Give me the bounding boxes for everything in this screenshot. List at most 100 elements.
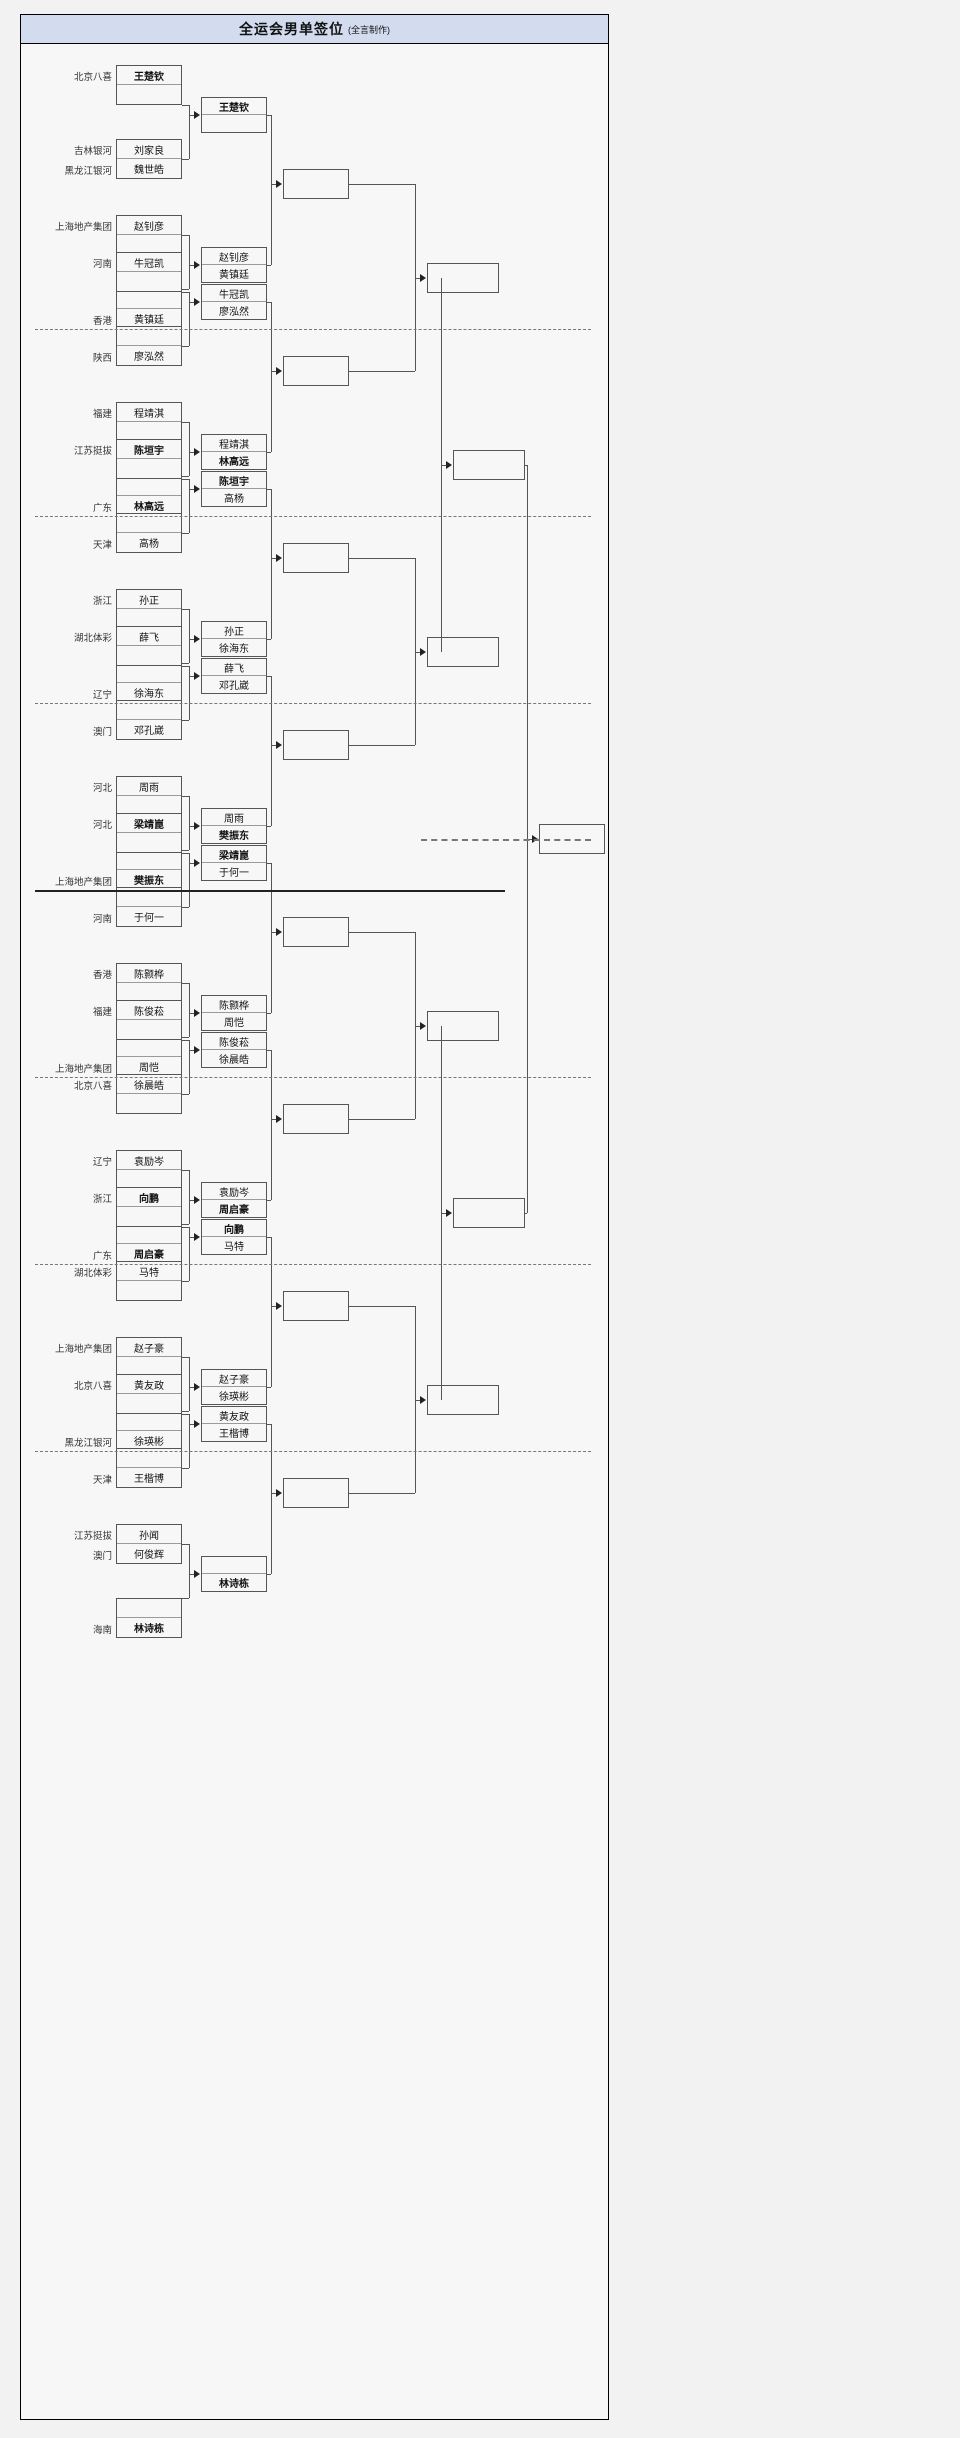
connector-arrow xyxy=(194,672,200,680)
r2-slot-name: 陈颢桦 xyxy=(202,996,266,1013)
r1-slot-name xyxy=(117,664,181,683)
connector-line xyxy=(525,464,527,466)
r2-slot-name: 王楷博 xyxy=(219,1429,249,1440)
affiliation-label: 北京八喜 xyxy=(73,72,112,83)
r2-slot-name: 高杨 xyxy=(224,494,244,505)
connector-line xyxy=(189,639,195,640)
r1-slot-name: 向鹏 xyxy=(117,1188,181,1207)
connector-line xyxy=(182,1281,189,1282)
r1-slot-name xyxy=(117,1394,181,1413)
connector-line xyxy=(182,476,189,477)
connector-line xyxy=(267,1050,271,1051)
connector-line xyxy=(182,105,189,106)
affiliation-label: 吉林银河 xyxy=(73,146,112,157)
connector-line xyxy=(271,863,272,1013)
connector-line xyxy=(182,292,189,293)
connector-line xyxy=(182,1544,189,1545)
affiliation-label: 海南 xyxy=(92,1625,112,1636)
r2-box-g7-1: 向鹏马特 xyxy=(201,1219,267,1255)
connector-line xyxy=(415,277,421,279)
r3-box-g3 xyxy=(283,543,349,573)
connector-line xyxy=(267,489,271,490)
r1-slot-name: 周启豪 xyxy=(134,1250,164,1261)
r4-box-2 xyxy=(427,636,499,667)
connector-line xyxy=(182,666,189,667)
connector-arrow xyxy=(194,1420,200,1428)
r2-slot-name: 徐海东 xyxy=(219,644,249,655)
r2-slot-name: 黄镇廷 xyxy=(219,270,249,281)
r2-box-g1-1: 王楚钦 xyxy=(201,97,267,133)
affiliation-label: 上海地产集团 xyxy=(54,1064,112,1075)
connector-line xyxy=(182,1357,189,1358)
connector-arrow xyxy=(420,273,426,282)
connector-line xyxy=(182,159,189,160)
connector-line xyxy=(267,1574,271,1575)
affiliation-label: 河南 xyxy=(92,914,112,925)
r1-slot-name: 程靖淇 xyxy=(117,403,181,422)
r1-slot-name: 王楷博 xyxy=(134,1474,164,1485)
connector-line xyxy=(182,1598,189,1599)
r2-slot-name: 陈垣宇 xyxy=(202,472,266,489)
affiliation-label: 北京八喜 xyxy=(73,1081,112,1092)
r1-box-g5-4: 周恺 xyxy=(116,1037,182,1077)
connector-line xyxy=(441,464,447,466)
connector-arrow xyxy=(276,367,282,375)
affiliation-label: 天津 xyxy=(92,1475,112,1486)
connector-line xyxy=(182,289,189,290)
r2-slot-name: 程靖淇 xyxy=(202,435,266,452)
final-separator xyxy=(421,838,591,841)
r1-box-g7-4: 徐瑛彬 xyxy=(116,1411,182,1451)
group-separator xyxy=(35,1264,591,1265)
r1-slot-name: 周恺 xyxy=(139,1063,159,1074)
connector-arrow xyxy=(194,448,200,456)
r1-slot-name xyxy=(117,1038,181,1057)
connector-line xyxy=(267,676,271,677)
connector-line xyxy=(267,302,271,303)
connector-line xyxy=(182,1040,189,1041)
r1-slot-name: 魏世皓 xyxy=(134,165,164,176)
r2-slot-name: 黄友政 xyxy=(202,1407,266,1424)
connector-line xyxy=(189,292,190,346)
connector-line xyxy=(189,115,195,116)
connector-arrow xyxy=(194,261,200,269)
r1-slot-name: 王楚钦 xyxy=(117,66,181,85)
connector-line xyxy=(189,479,190,533)
connector-line xyxy=(267,1200,271,1201)
r1-slot-name xyxy=(117,1281,181,1300)
r1-slot-name: 高杨 xyxy=(139,539,159,550)
affiliation-label: 辽宁 xyxy=(92,1157,112,1168)
r1-slot-name xyxy=(117,888,181,907)
connector-line xyxy=(189,452,195,453)
r3-box-g8 xyxy=(283,1478,349,1508)
connector-line xyxy=(189,796,190,850)
affiliation-label: 黑龙江银河 xyxy=(64,166,112,177)
r1-slot-name xyxy=(117,646,181,665)
r1-box-g4-1: 薛飞 xyxy=(116,626,182,666)
r1-slot-name: 廖泓然 xyxy=(134,352,164,363)
connector-line xyxy=(189,666,190,720)
r1-slot-name xyxy=(117,833,181,852)
connector-line xyxy=(349,184,415,185)
r2-box-g3-1: 陈垣宇高杨 xyxy=(201,471,267,507)
r1-slot-name: 周雨 xyxy=(117,777,181,796)
r2-slot-name: 周启豪 xyxy=(219,1205,249,1216)
connector-arrow xyxy=(194,1570,200,1578)
connector-line xyxy=(189,676,195,677)
r1-box-g8-1: 黄友政 xyxy=(116,1374,182,1414)
connector-line xyxy=(441,1212,447,1214)
r2-slot-name: 赵钊彦 xyxy=(202,248,266,265)
affiliation-label: 浙江 xyxy=(92,1194,112,1205)
r1-slot-name: 袁励岑 xyxy=(117,1151,181,1170)
half-separator xyxy=(35,890,505,892)
connector-line xyxy=(182,983,189,984)
r2-slot-name: 廖泓然 xyxy=(219,307,249,318)
connector-line xyxy=(182,1414,189,1415)
r1-box-g2-3: 程靖淇 xyxy=(116,402,182,442)
connector-line xyxy=(182,796,189,797)
r1-slot-name: 林诗栋 xyxy=(134,1624,164,1635)
r1-box-g6-3: 袁励岑 xyxy=(116,1150,182,1190)
connector-line xyxy=(182,1227,189,1228)
r2-slot-name: 邓孔崴 xyxy=(219,681,249,692)
r2-slot-name: 林高远 xyxy=(219,457,249,468)
r1-box-g2-2: 廖泓然 xyxy=(116,326,182,366)
